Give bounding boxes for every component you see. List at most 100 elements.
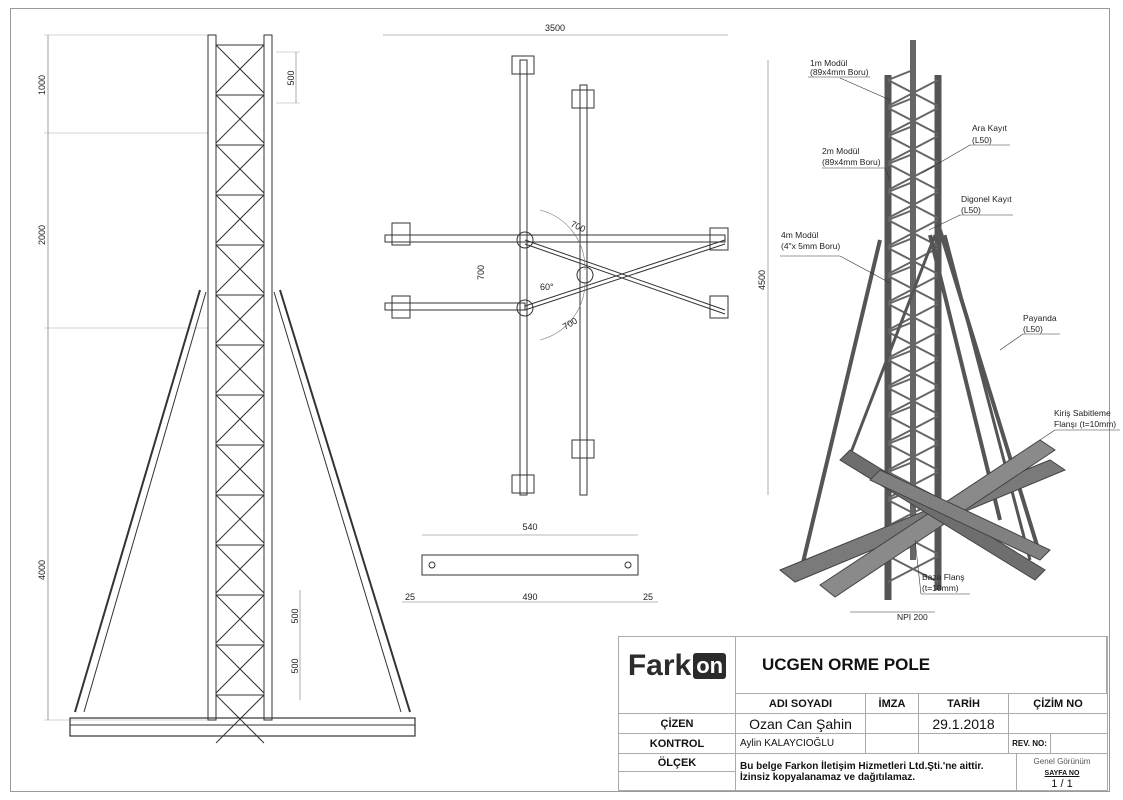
label-kiris-flange-sub: Flanşı (t=10mm) bbox=[1054, 419, 1116, 429]
iso-lattice-member bbox=[887, 107, 939, 135]
dim-700-c: 700 bbox=[561, 316, 579, 332]
lattice-member bbox=[215, 144, 265, 194]
iso-labels: 1m Modül (89x4mm Boru) Ara Kayıt (L50) 2… bbox=[781, 58, 1116, 622]
dim-500-top: 500 bbox=[286, 70, 296, 85]
lattice-member bbox=[215, 594, 265, 644]
page-label: SAYFA NO bbox=[1044, 769, 1080, 777]
lattice-member bbox=[215, 44, 265, 94]
dim-700-a: 700 bbox=[569, 219, 587, 234]
label-ara-kayit: Ara Kayıt bbox=[972, 123, 1008, 133]
check-label: KONTROL bbox=[619, 734, 736, 754]
iso-lattice-member bbox=[887, 219, 939, 247]
iso-lattice-member bbox=[887, 191, 939, 219]
label-payanda: Payanda bbox=[1023, 313, 1057, 323]
dim-1000: 1000 bbox=[37, 75, 47, 95]
iso-lattice-member bbox=[887, 125, 914, 137]
view-name: Genel Görünüm bbox=[1033, 756, 1091, 766]
dim-500-mid: 500 bbox=[290, 608, 300, 623]
iso-lattice-member bbox=[887, 405, 914, 417]
iso-lattice-member bbox=[887, 69, 914, 81]
lattice-member bbox=[215, 394, 265, 444]
lattice-member bbox=[215, 244, 265, 294]
iso-lattice-member bbox=[887, 153, 914, 165]
iso-lattice-member bbox=[887, 303, 939, 331]
lattice-member bbox=[215, 94, 265, 144]
iso-lattice-member bbox=[887, 265, 914, 277]
dim-25-left: 25 bbox=[405, 592, 415, 602]
drawing-title: UCGEN ORME POLE bbox=[736, 637, 1107, 694]
label-baza-flans: Baza Flanş bbox=[922, 572, 965, 582]
dim-2000: 2000 bbox=[37, 225, 47, 245]
plate-detail bbox=[402, 534, 658, 603]
rev-label: REV. NO: bbox=[1009, 734, 1051, 754]
header-drawing-no: ÇİZİM NO bbox=[1009, 694, 1107, 714]
dim-3500: 3500 bbox=[545, 23, 565, 33]
dim-4000: 4000 bbox=[37, 560, 47, 580]
lattice-member bbox=[215, 544, 265, 594]
leader-lines bbox=[780, 76, 1120, 595]
logo-badge: on bbox=[693, 652, 727, 679]
dim-4500: 4500 bbox=[757, 270, 767, 290]
iso-lattice-member bbox=[887, 181, 914, 193]
iso-lattice-member bbox=[887, 461, 914, 473]
dim-500-bottom: 500 bbox=[290, 658, 300, 673]
lattice-member bbox=[215, 194, 265, 244]
dim-25-right: 25 bbox=[643, 592, 653, 602]
label-4m-module-sub: (4"x 5mm Boru) bbox=[781, 241, 840, 251]
iso-lattice-member bbox=[887, 209, 914, 221]
notice-line-2: İzinsiz kopyalanamaz ve dağıtılamaz. bbox=[740, 772, 916, 783]
label-baza-flans-sub: (t=10mm) bbox=[922, 583, 959, 593]
drawn-label: ÇİZEN bbox=[619, 714, 736, 734]
label-4m-module: 4m Modül bbox=[781, 230, 818, 240]
scale-label: ÖLÇEK bbox=[619, 754, 736, 772]
dim-700-b: 700 bbox=[476, 265, 486, 280]
angle-60: 60° bbox=[540, 282, 554, 292]
check-name: Aylin KALAYCIOĞLU bbox=[736, 734, 866, 754]
drawn-date: 29.1.2018 bbox=[919, 714, 1009, 734]
iso-lattice-member bbox=[887, 293, 914, 305]
label-digonel-kayit-sub: (L50) bbox=[961, 205, 981, 215]
lattice-member bbox=[215, 294, 265, 344]
iso-lattice-member bbox=[887, 377, 914, 389]
dim-490: 490 bbox=[522, 592, 537, 602]
iso-lattice-member bbox=[887, 349, 914, 361]
label-1m-module-sub: (89x4mm Boru) bbox=[810, 67, 869, 77]
iso-lattice-member bbox=[887, 415, 939, 443]
notice: Bu belge Farkon İletişim Hizmetleri Ltd.… bbox=[736, 754, 1017, 790]
plan-view bbox=[383, 34, 769, 496]
notice-line-1: Bu belge Farkon İletişim Hizmetleri Ltd.… bbox=[740, 761, 984, 772]
logo-text: Fark bbox=[627, 648, 692, 682]
title-block: Fark on UCGEN ORME POLE ADI SOYADI İMZA … bbox=[618, 636, 1108, 791]
isometric-view bbox=[779, 40, 1067, 613]
header-name: ADI SOYADI bbox=[736, 694, 866, 714]
label-2m-module-sub: (89x4mm Boru) bbox=[822, 157, 881, 167]
label-digonel-kayit: Digonel Kayıt bbox=[961, 194, 1012, 204]
iso-lattice-member bbox=[887, 443, 939, 471]
iso-lattice-member bbox=[887, 433, 914, 445]
label-1m-module: 1m Modül bbox=[810, 58, 847, 68]
side-elevation bbox=[44, 34, 416, 744]
iso-lattice-member bbox=[887, 79, 939, 107]
iso-lattice-member bbox=[887, 97, 914, 109]
iso-lattice-member bbox=[887, 331, 939, 359]
header-date: TARİH bbox=[919, 694, 1009, 714]
label-npi200: NPI 200 bbox=[897, 612, 928, 622]
header-sign: İMZA bbox=[866, 694, 919, 714]
lattice-member bbox=[215, 694, 265, 744]
iso-lattice-member bbox=[887, 555, 939, 583]
label-2m-module: 2m Modül bbox=[822, 146, 859, 156]
lattice-member bbox=[215, 344, 265, 394]
drawing-frame bbox=[10, 8, 1110, 792]
label-ara-kayit-sub: (L50) bbox=[972, 135, 992, 145]
iso-lattice-member bbox=[887, 135, 939, 163]
iso-lattice-member bbox=[887, 359, 939, 387]
company-logo: Fark on bbox=[619, 637, 736, 694]
drawn-name: Ozan Can Şahin bbox=[736, 714, 866, 734]
label-kiris-flange: Kiriş Sabitleme bbox=[1054, 408, 1111, 418]
lattice-member bbox=[215, 444, 265, 494]
page-number: 1 / 1 bbox=[1051, 778, 1073, 790]
label-payanda-sub: (L50) bbox=[1023, 324, 1043, 334]
iso-lattice-member bbox=[887, 237, 914, 249]
lattice-member bbox=[215, 494, 265, 544]
